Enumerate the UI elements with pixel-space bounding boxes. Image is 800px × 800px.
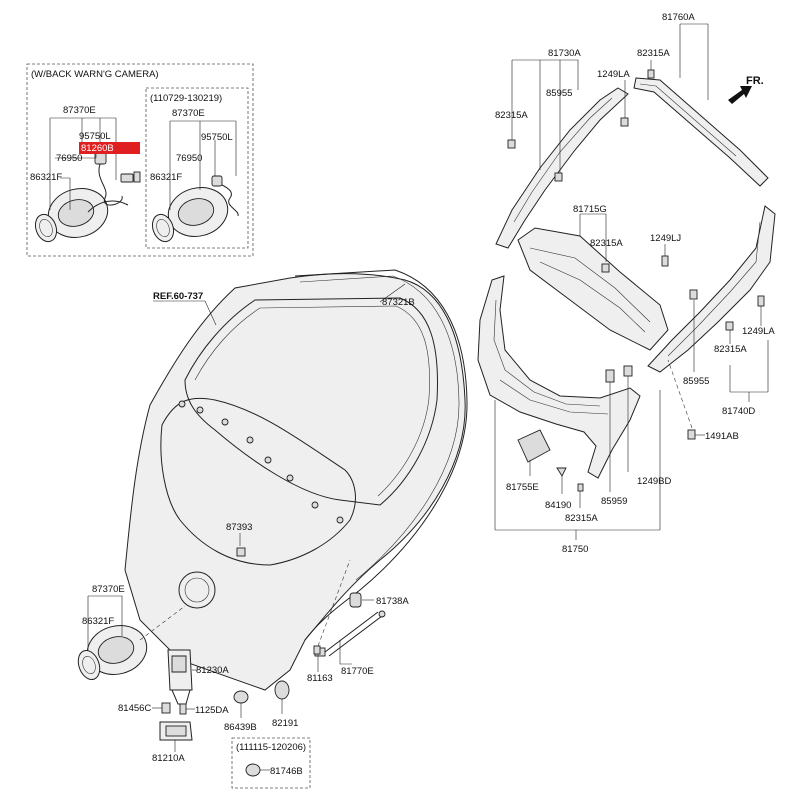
callout-85959: 85959 (601, 496, 627, 507)
handle-81210A (159, 721, 193, 741)
bolt-1249LJ (661, 255, 669, 267)
handle-81755E (517, 429, 551, 463)
callout-85955-b: 85955 (683, 376, 709, 387)
callout-81163: 81163 (307, 673, 333, 684)
clip-82315A-lower (577, 483, 584, 492)
bolt-1249BD (623, 365, 633, 377)
ridge-fasteners (178, 400, 344, 524)
clip-81163 (313, 645, 321, 655)
callout-76950-b: 76950 (176, 153, 202, 164)
inner-trim-81715G (517, 227, 669, 351)
latch-81230A (167, 649, 193, 705)
callout-85955-a: 85955 (546, 88, 572, 99)
clip-84190 (556, 467, 567, 477)
clip-82315A-right (725, 321, 734, 331)
callout-1249LA-b: 1249LA (742, 326, 775, 337)
emblem-assembly-right (151, 175, 239, 243)
stopper-82191 (274, 680, 290, 700)
callout-81456C: 81456C (118, 703, 151, 714)
bolt-1125DA (179, 703, 187, 715)
date-box-label-1: (110729-130219) (150, 93, 222, 104)
callout-87321B: 87321B (382, 297, 415, 308)
callout-84190: 84190 (545, 500, 571, 511)
clip-82315A-top (647, 69, 655, 79)
emblem-assembly-left (34, 149, 141, 243)
callout-81746B: 81746B (270, 766, 303, 777)
callout-81730A: 81730A (548, 48, 581, 59)
clip-85955-right (689, 289, 698, 300)
highlight-81260B (79, 142, 140, 154)
clip-85959 (605, 369, 615, 383)
callout-81210A: 81210A (152, 753, 185, 764)
callout-1249LA-a: 1249LA (597, 69, 630, 80)
callout-1125DA: 1125DA (195, 705, 229, 716)
callout-87370E-c: 87370E (92, 584, 125, 595)
callout-87370E-b: 87370E (172, 108, 205, 119)
emblem-assembly-lower (77, 625, 148, 681)
ref-label: REF.60-737 (153, 291, 203, 302)
callout-81740D: 81740D (722, 406, 755, 417)
callout-86321F-b: 86321F (150, 172, 182, 183)
callout-82315A-d: 82315A (714, 344, 747, 355)
cap-81746B (245, 763, 261, 777)
callout-81760A: 81760A (662, 12, 695, 23)
callout-82315A-b: 82315A (495, 110, 528, 121)
callout-86321F-c: 86321F (82, 616, 114, 627)
cap-86439B (233, 690, 249, 704)
callout-82315A-e: 82315A (565, 513, 598, 524)
callout-1249LJ: 1249LJ (650, 233, 681, 244)
callout-1491AB: 1491AB (705, 431, 739, 442)
callout-82315A-c: 82315A (590, 238, 623, 249)
callout-81750: 81750 (562, 544, 588, 555)
bolt-1249LA-right (757, 295, 765, 307)
callout-81230A: 81230A (196, 665, 229, 676)
camera-box-title: (W/BACK WARN'G CAMERA) (31, 69, 159, 80)
callout-86439B: 86439B (224, 722, 257, 733)
date-box-label-2: (111115-120206) (236, 742, 306, 753)
upper-trim-81760A (633, 77, 769, 187)
callout-95750L-b: 95750L (201, 132, 233, 143)
camera-option-box: (W/BACK WARN'G CAMERA) (110729-130219) 8… (26, 63, 254, 257)
stopper-81738A (349, 592, 362, 608)
clip-82315A-left (507, 139, 516, 149)
callout-81738A: 81738A (376, 596, 409, 607)
callout-81770E: 81770E (341, 666, 374, 677)
clip-87393 (236, 547, 246, 557)
callout-82315A-a: 82315A (637, 48, 670, 59)
date-box-2: (111115-120206) 81746B (231, 737, 311, 789)
front-arrow-icon (728, 86, 752, 104)
callout-76950-a: 76950 (56, 153, 82, 164)
clip-82315A-inner (601, 263, 610, 273)
bolt-1249LA-top (620, 117, 629, 127)
callout-87370E-a: 87370E (63, 105, 96, 116)
clip-85955-upper (554, 172, 563, 182)
callout-1249BD: 1249BD (637, 476, 671, 487)
bolt-81456C (161, 702, 171, 714)
callout-82191: 82191 (272, 718, 298, 729)
bolt-1491AB (687, 429, 696, 440)
callout-81715G: 81715G (573, 204, 607, 215)
callout-86321F-a: 86321F (30, 172, 62, 183)
fr-label: FR. (746, 75, 764, 87)
callout-81755E: 81755E (506, 482, 539, 493)
side-trim-81740D (647, 205, 776, 373)
callout-95750L-a: 95750L (79, 131, 111, 142)
callout-87393: 87393 (226, 522, 252, 533)
tailgate-panel (124, 269, 468, 691)
callout-81260B: 81260B (81, 143, 114, 154)
